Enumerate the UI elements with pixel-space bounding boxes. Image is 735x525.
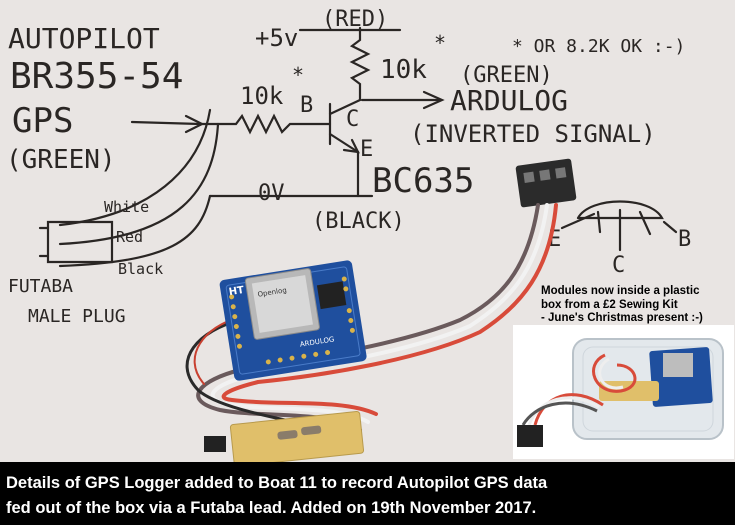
ground-label: 0V: [258, 181, 285, 206]
boxed-modules-image: [513, 325, 734, 459]
inset-caption-line: box from a £2 Sewing Kit: [541, 298, 678, 311]
resistor-base-value: 10k: [240, 82, 284, 110]
board-logo: HT: [228, 285, 245, 298]
pinout-b-label: B: [678, 227, 691, 252]
inverter-stripboard: [204, 411, 365, 467]
emitter-pin-label: E: [360, 137, 373, 162]
inset-photo: [513, 325, 734, 459]
pinout-c-label: C: [612, 253, 625, 278]
inset-caption-line: - June's Christmas present :-): [541, 312, 703, 324]
inset-caption-line: Modules now inside a plastic: [541, 285, 700, 297]
gps-color: (GREEN): [6, 145, 116, 175]
title-line2: BR355-54: [10, 56, 183, 97]
output-note: (INVERTED SIGNAL): [410, 120, 656, 148]
supply-color: (RED): [322, 7, 388, 32]
header-pins: [229, 276, 355, 365]
inset-caption: Modules now inside a plastic box from a …: [541, 285, 735, 326]
plug-label-line2: MALE PLUG: [28, 306, 126, 327]
star-mark-2: *: [292, 63, 304, 87]
title-line1: AUTOPILOT: [8, 22, 160, 55]
transistor-label: BC635: [372, 161, 474, 201]
hand-drawn-schematic: AUTOPILOT BR355-54 GPS (GREEN) +5v (RED)…: [6, 7, 691, 327]
wire-black-label: Black: [118, 260, 163, 278]
output-color: (GREEN): [460, 63, 553, 88]
collector-pin-label: C: [346, 107, 359, 132]
ardulog-board: HT Openlog ARDULOG: [219, 260, 367, 381]
star-mark-1: *: [434, 31, 446, 55]
resistor-collector-value: 10k: [380, 55, 427, 85]
gps-label: GPS: [12, 101, 73, 141]
caption-line-1: Details of GPS Logger added to Boat 11 t…: [6, 474, 548, 492]
caption-bar: Details of GPS Logger added to Boat 11 t…: [0, 462, 735, 525]
futaba-connector: [515, 158, 577, 208]
supply-label: +5v: [255, 24, 298, 52]
resistor-note: * OR 8.2K OK :-): [512, 36, 685, 57]
ground-color: (BLACK): [312, 209, 405, 234]
caption-line-2: fed out of the box via a Futaba lead. Ad…: [6, 499, 537, 517]
plug-label-line1: FUTABA: [8, 276, 73, 297]
base-pin-label: B: [300, 93, 313, 118]
output-target: ARDULOG: [450, 84, 568, 117]
